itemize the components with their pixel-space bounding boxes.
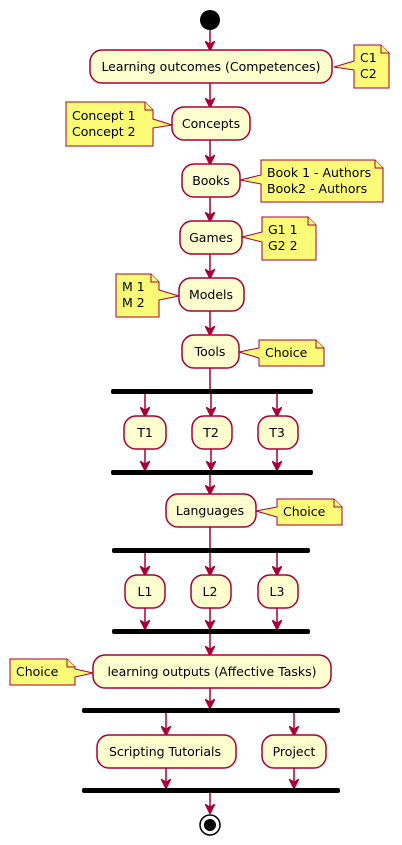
- note-line: C2: [360, 66, 377, 81]
- activity-scripting-tutorials: Scripting Tutorials: [96, 734, 237, 769]
- note-concepts: Concept 1 Concept 2: [65, 101, 173, 147]
- activity-label: L1: [138, 584, 153, 599]
- note-line: G1 1: [268, 222, 298, 237]
- activity-label: L3: [270, 584, 285, 599]
- activity-t1: T1: [123, 415, 167, 450]
- edges: [145, 30, 294, 813]
- activity-label: T2: [202, 425, 219, 440]
- note-tools-choice: Choice: [238, 339, 325, 367]
- activity-label: Games: [189, 230, 233, 245]
- activity-concepts: Concepts: [171, 106, 251, 141]
- note-competences: C1 C2: [333, 44, 390, 89]
- activity-tools: Tools: [181, 334, 240, 369]
- note-line: Choice: [265, 345, 308, 360]
- note-learning-outputs-choice: Choice: [9, 658, 94, 686]
- end-node: [199, 814, 221, 836]
- activity-games: Games: [179, 220, 243, 255]
- note-line: M 1: [122, 279, 145, 294]
- start-node: [200, 10, 220, 30]
- activity-learning-outcomes: Learning outcomes (Competences): [89, 49, 333, 84]
- note-line: Book 1 - Authors: [267, 165, 371, 180]
- note-line: M 2: [122, 295, 145, 310]
- activity-label: learning outputs (Affective Tasks): [107, 664, 316, 679]
- activity-label: Project: [273, 744, 316, 759]
- activity-label: T3: [268, 425, 285, 440]
- activity-learning-outputs: learning outputs (Affective Tasks): [92, 654, 332, 689]
- join-bar: [82, 788, 340, 793]
- note-games: G1 1 G2 2: [241, 216, 317, 261]
- activity-label: Tools: [194, 344, 226, 359]
- join-bar: [111, 470, 313, 475]
- note-languages-choice: Choice: [255, 498, 343, 526]
- note-line: Concept 1: [72, 108, 136, 123]
- fork-bar: [112, 548, 310, 553]
- note-line: Choice: [16, 664, 59, 679]
- note-line: Choice: [283, 504, 326, 519]
- activity-l2: L2: [190, 574, 232, 609]
- activity-label: Scripting Tutorials: [109, 744, 221, 759]
- fork-bar: [82, 708, 340, 713]
- activity-label: Models: [189, 287, 233, 302]
- activity-languages: Languages: [165, 493, 257, 528]
- activity-books: Books: [181, 163, 241, 198]
- activity-label: Concepts: [182, 116, 240, 131]
- activity-label: L2: [203, 584, 218, 599]
- note-line: G2 2: [268, 238, 298, 253]
- note-books: Book 1 - Authors Book2 - Authors: [239, 159, 384, 203]
- note-models: M 1 M 2: [115, 273, 180, 318]
- activity-t2: T2: [191, 415, 233, 450]
- activity-label: Learning outcomes (Competences): [101, 59, 320, 74]
- activity-label: Books: [192, 173, 230, 188]
- fork-bar: [111, 389, 313, 394]
- join-bar: [112, 629, 310, 634]
- activity-t3: T3: [257, 415, 299, 450]
- activity-l3: L3: [257, 574, 299, 609]
- activity-label: T1: [136, 425, 153, 440]
- activity-l1: L1: [124, 574, 166, 609]
- note-line: Book2 - Authors: [267, 181, 367, 196]
- note-line: Concept 2: [72, 124, 136, 139]
- activity-project: Project: [261, 734, 327, 769]
- note-line: C1: [360, 50, 377, 65]
- activity-label: Languages: [176, 503, 244, 518]
- activity-models: Models: [178, 277, 245, 312]
